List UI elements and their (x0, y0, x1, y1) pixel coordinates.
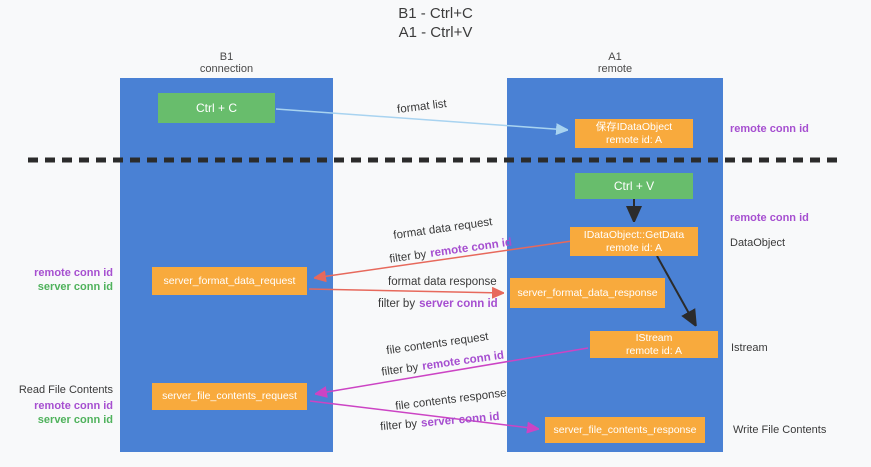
filter-by-text: filter by (379, 418, 418, 434)
node-saved-dataobject: 保存IDataObject remote id: A (575, 119, 693, 148)
label-left-server-conn-id-1: server conn id (37, 281, 113, 293)
diagram-title-line2: A1 - Ctrl+V (398, 24, 473, 41)
node-istream-line2: remote id: A (625, 344, 683, 357)
label-left-conn-ids-bottom: remote conn id server conn id (8, 399, 113, 427)
label-format-data-request: format data request (392, 216, 494, 242)
label-istream: Istream (731, 342, 768, 354)
label-format-list: format list (396, 98, 448, 116)
node-server-file-contents-response: server_file_contents_response (545, 417, 705, 443)
remote-conn-id-text: remote conn id (429, 236, 513, 260)
node-ctrl-c: Ctrl + C (158, 93, 275, 123)
label-left-server-conn-id-2: server conn id (37, 414, 113, 426)
filter-by-text: filter by (380, 361, 420, 379)
node-ctrl-v: Ctrl + V (575, 173, 693, 199)
server-conn-id-text: server conn id (420, 410, 500, 430)
node-server-format-data-response: server_format_data_response (510, 278, 665, 308)
node-server-file-contents-response-label: server_file_contents_response (553, 423, 697, 436)
node-istream-line1: IStream (635, 331, 673, 344)
diagram-title-line1: B1 - Ctrl+C (398, 5, 473, 22)
label-right-remote-conn-id-top: remote conn id (730, 123, 809, 135)
label-read-file-contents: Read File Contents (18, 384, 113, 396)
label-file-contents-response: file contents response (394, 387, 508, 413)
filter-by-text: filter by (378, 298, 416, 310)
node-saved-dataobject-line1: 保存IDataObject (595, 120, 673, 133)
server-conn-id-text: server conn id (419, 298, 498, 310)
node-saved-dataobject-line2: remote id: A (605, 133, 663, 146)
label-left-conn-ids-top: remote conn id server conn id (8, 266, 113, 294)
label-dataobject: DataObject (730, 237, 786, 249)
label-write-file-contents: Write File Contents (733, 424, 827, 436)
node-getdata-line1: IDataObject::GetData (583, 228, 685, 241)
lane-header-b1: B1 connection (120, 51, 333, 75)
node-ctrl-v-label: Ctrl + V (613, 178, 655, 193)
label-left-remote-conn-id-2: remote conn id (34, 400, 113, 412)
label-format-data-response: format data response (388, 276, 497, 288)
label-left-remote-conn-id-1: remote conn id (34, 267, 113, 279)
lane-a1-subtitle: remote (597, 63, 633, 75)
diagram-title: B1 - Ctrl+C A1 - Ctrl+V (0, 4, 871, 42)
node-server-format-data-request: server_format_data_request (152, 267, 307, 295)
node-istream: IStream remote id: A (590, 331, 718, 358)
node-server-format-data-response-label: server_format_data_response (517, 286, 658, 299)
lane-a1-title: A1 (608, 51, 622, 63)
node-getdata: IDataObject::GetData remote id: A (570, 227, 698, 256)
node-server-file-contents-request-label: server_file_contents_request (162, 390, 297, 402)
node-server-file-contents-request: server_file_contents_request (152, 383, 307, 410)
remote-conn-id-text: remote conn id (421, 349, 505, 373)
arrow-format-data-response (308, 289, 504, 293)
node-ctrl-c-label: Ctrl + C (195, 100, 237, 115)
label-right-remote-conn-id-mid: remote conn id (730, 212, 809, 224)
lane-b1-title: B1 (219, 51, 234, 63)
filter-by-text: filter by (388, 248, 428, 266)
lane-b1-subtitle: connection (199, 63, 254, 75)
node-server-format-data-request-label: server_format_data_request (163, 274, 296, 287)
node-getdata-line2: remote id: A (605, 241, 663, 254)
lane-header-a1: A1 remote (507, 51, 723, 75)
